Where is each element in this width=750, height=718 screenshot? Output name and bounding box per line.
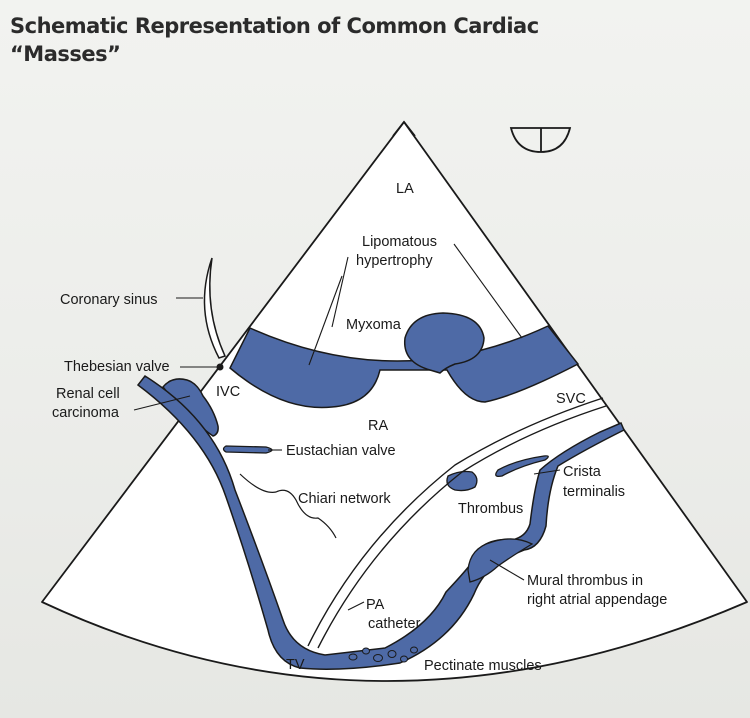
tv-label: TV	[286, 657, 305, 673]
echo-sector-outline	[41, 121, 748, 682]
apex-marker	[392, 120, 416, 137]
leader-lines	[133, 243, 561, 611]
myxoma-mass	[403, 312, 485, 374]
crista-terminalis-shape	[495, 455, 549, 478]
coronary-sinus-shape	[203, 257, 227, 359]
slide-title: Schematic Representation of Common Cardi…	[10, 12, 539, 68]
eustachian-valve-shape	[222, 445, 273, 454]
pa-catheter-label-1: PA	[366, 597, 385, 613]
pectinate-muscles	[348, 646, 418, 663]
chiari-network-line	[239, 473, 337, 539]
mural-thrombus-mass	[467, 538, 534, 583]
crista-terminalis-label-2: terminalis	[563, 484, 625, 500]
title-line-1: Schematic Representation of Common Cardi…	[10, 14, 539, 38]
svc-label: SVC	[556, 391, 586, 407]
pa-catheter	[307, 397, 607, 649]
thebesian-valve-label: Thebesian valve	[64, 359, 170, 375]
pectinate-muscles-label: Pectinate muscles	[424, 658, 542, 674]
thrombus-label: Thrombus	[458, 501, 523, 517]
ivc-label: IVC	[216, 384, 240, 400]
renal-cell-label-2: carcinoma	[52, 405, 120, 421]
crista-terminalis-label-1: Crista	[563, 464, 602, 480]
pa-catheter-label-2: catheter	[368, 616, 421, 632]
chiari-network-label: Chiari network	[298, 491, 391, 507]
lipomatous-label-2: hypertrophy	[356, 253, 433, 269]
mural-thrombus-label-2: right atrial appendage	[527, 592, 667, 608]
coronary-sinus-label: Coronary sinus	[60, 292, 158, 308]
ra-label: RA	[368, 418, 388, 434]
orientation-marker-icon	[509, 127, 572, 153]
lipomatous-label-1: Lipomatous	[362, 234, 437, 250]
mural-thrombus-label-1: Mural thrombus in	[527, 573, 643, 589]
title-line-2: “Masses”	[10, 42, 121, 66]
renal-cell-label-1: Renal cell	[56, 386, 120, 402]
myxoma-label: Myxoma	[346, 317, 402, 333]
thebesian-valve-marker	[216, 363, 224, 371]
la-label: LA	[396, 181, 414, 197]
right-atrial-wall-band	[136, 375, 625, 670]
eustachian-valve-label: Eustachian valve	[286, 443, 396, 459]
thrombus-mass	[446, 470, 478, 492]
